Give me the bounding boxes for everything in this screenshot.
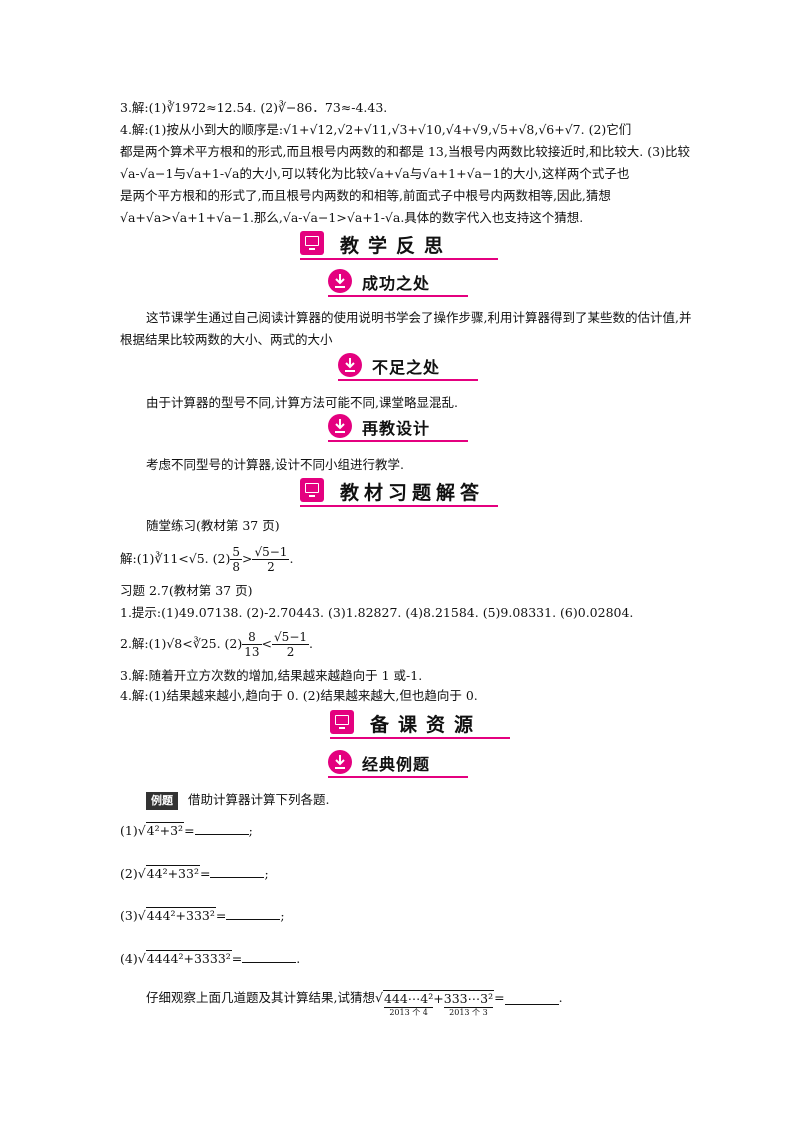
example-item-2: (2)√44²+33²=; bbox=[120, 865, 269, 881]
monitor-icon bbox=[330, 710, 354, 734]
practice-title: 随堂练习(教材第 37 页) bbox=[146, 518, 280, 533]
subheading-redesign: 再教设计 bbox=[328, 413, 468, 442]
subheading-title: 成功之处 bbox=[362, 274, 431, 293]
banner-rule bbox=[330, 737, 510, 739]
download-arrow-icon bbox=[328, 414, 352, 438]
guess-text: 仔细观察上面几道题及其计算结果,试猜想√ bbox=[146, 990, 383, 1005]
exercise-4: 4.解:(1)结果越来越小,趋向于 0. (2)结果越来越大,但也趋向于 0. bbox=[120, 688, 478, 703]
subheading-rule bbox=[328, 440, 468, 442]
answer-blank[interactable] bbox=[226, 909, 281, 920]
monitor-icon bbox=[300, 231, 324, 255]
answer-4-line-3: √a-√a−1与√a+1-√a的大小,可以转化为比较√a+√a与√a+1+√a−… bbox=[120, 166, 630, 181]
answer-blank[interactable] bbox=[504, 994, 559, 1005]
compare-sign: > bbox=[241, 551, 253, 566]
subheading-shortfall: 不足之处 bbox=[338, 352, 478, 381]
example-item-3: (3)√444²+333²=; bbox=[120, 907, 285, 923]
exercise-2-part-1: 2.解:(1)√8<∛25. (2) bbox=[120, 636, 243, 651]
underbrace-label: 2013 个 4 bbox=[383, 1007, 434, 1018]
exercise-3: 3.解:随着开立方次数的增加,结果越来越趋向于 1 或-1. bbox=[120, 668, 423, 683]
subheading-success: 成功之处 bbox=[328, 268, 468, 297]
banner-rule bbox=[300, 505, 498, 507]
subheading-title: 经典例题 bbox=[362, 755, 431, 774]
answer-blank[interactable] bbox=[194, 824, 249, 835]
example-intro: 例题借助计算器计算下列各题. bbox=[146, 792, 329, 810]
example-badge: 例题 bbox=[146, 792, 178, 810]
shortfall-text: 由于计算器的型号不同,计算方法可能不同,课堂略显混乱. bbox=[146, 395, 458, 410]
download-arrow-icon bbox=[328, 750, 352, 774]
answer-4-line-1: 4.解:(1)按从小到大的顺序是:√1+√12,√2+√11,√3+√10,√4… bbox=[120, 122, 632, 137]
example-intro-text: 借助计算器计算下列各题. bbox=[188, 792, 330, 807]
banner-rule bbox=[300, 258, 498, 260]
success-line-2: 根据结果比较两数的大小、两式的大小 bbox=[120, 332, 333, 347]
subheading-title: 不足之处 bbox=[372, 358, 441, 377]
download-arrow-icon bbox=[338, 353, 362, 377]
answer-3: 3.解:(1)∛1972≈12.54. (2)∛−86．73≈-4.43. bbox=[120, 100, 388, 115]
redesign-text: 考虑不同型号的计算器,设计不同小组进行教学. bbox=[146, 457, 404, 472]
exercise-title: 习题 2.7(教材第 37 页) bbox=[120, 583, 253, 598]
subheading-title: 再教设计 bbox=[362, 419, 431, 438]
underbrace-label: 2013 个 3 bbox=[443, 1007, 494, 1018]
monitor-icon bbox=[300, 478, 324, 502]
banner-title: 教材习题解答 bbox=[340, 482, 485, 504]
banner-title: 备课资源 bbox=[370, 714, 483, 736]
answer-4-line-2: 都是两个算术平方根和的形式,而且根号内两数的和都是 13,当根号内两数比较接近时… bbox=[120, 144, 690, 159]
compare-sign: < bbox=[261, 636, 273, 651]
download-arrow-icon bbox=[328, 269, 352, 293]
answer-4-line-4: 是两个平方根和的形式了,而且根号内两数的和相等,前面式子中根号内两数相等,因此,… bbox=[120, 188, 611, 203]
example-item-4: (4)√4444²+3333²=. bbox=[120, 950, 301, 966]
subheading-rule bbox=[338, 379, 478, 381]
subheading-classic-examples: 经典例题 bbox=[328, 749, 468, 778]
banner-teaching-reflection: 教学反思 bbox=[300, 230, 498, 260]
banner-textbook-exercises: 教材习题解答 bbox=[300, 477, 498, 507]
subheading-rule bbox=[328, 776, 468, 778]
answer-blank[interactable] bbox=[242, 952, 297, 963]
practice-answer-part-1: 解:(1)∛11<√5. (2) bbox=[120, 551, 231, 566]
answer-blank[interactable] bbox=[210, 867, 265, 878]
subheading-rule bbox=[328, 295, 468, 297]
example-item-1: (1)√4²+3²=; bbox=[120, 822, 253, 838]
answer-4-line-5: √a+√a>√a+1+√a−1.那么,√a-√a−1>√a+1-√a.具体的数字… bbox=[120, 210, 584, 225]
success-line-1: 这节课学生通过自己阅读计算器的使用说明书学会了操作步骤,利用计算器得到了某些数的… bbox=[146, 310, 692, 325]
banner-title: 教学反思 bbox=[340, 235, 453, 257]
exercise-1: 1.提示:(1)49.07138. (2)-2.70443. (3)1.8282… bbox=[120, 605, 634, 620]
banner-lesson-resources: 备课资源 bbox=[330, 709, 510, 739]
